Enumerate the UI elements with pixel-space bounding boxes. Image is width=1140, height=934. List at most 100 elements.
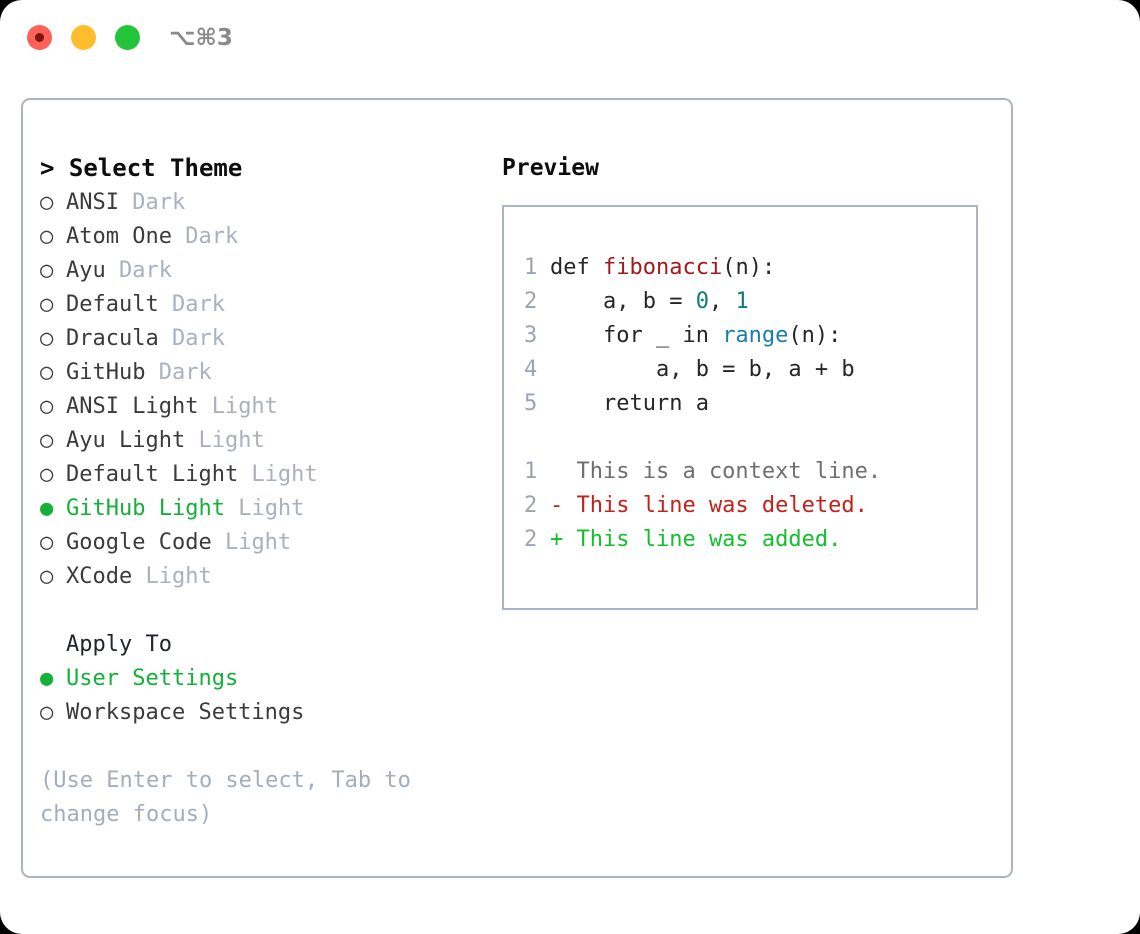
code-token: for _ in (550, 323, 723, 348)
code-token: 0 (695, 289, 709, 314)
theme-name: Default Light (66, 462, 239, 487)
section-spacer (40, 594, 490, 628)
theme-list-item[interactable]: ○ Dracula Dark (40, 322, 490, 356)
theme-variant-badge: Dark (105, 258, 172, 283)
line-number: 2 (524, 527, 538, 552)
theme-list-item[interactable]: ○ Default Light Light (40, 458, 490, 492)
code-token: a, b = b, a + b (550, 357, 855, 382)
line-number: 1 (524, 255, 538, 280)
minimize-button[interactable] (71, 25, 96, 50)
radio-unselected-icon: ○ (40, 428, 54, 453)
diff-line-text: + This line was added. (550, 527, 842, 552)
theme-name: Atom One (66, 224, 172, 249)
preview-title: Preview (502, 155, 599, 181)
theme-list-item[interactable]: ○ XCode Light (40, 560, 490, 594)
theme-name: GitHub (66, 360, 146, 385)
line-number: 1 (524, 459, 538, 484)
theme-list-item[interactable]: ○ ANSI Dark (40, 186, 490, 220)
code-token: (n): (788, 323, 842, 348)
code-line: 3 for _ in range(n): (524, 319, 976, 353)
radio-unselected-icon: ○ (40, 360, 54, 385)
theme-list-item[interactable]: ○ ANSI Light Light (40, 390, 490, 424)
theme-list-item[interactable]: ●GitHub Light Light (40, 492, 490, 526)
theme-name: Google Code (66, 530, 212, 555)
radio-selected-icon: ● (40, 666, 54, 691)
apply-to-label: Apply To (66, 632, 172, 657)
theme-name: XCode (66, 564, 133, 589)
code-token: def (550, 255, 603, 280)
code-line: 2 a, b = 0, 1 (524, 285, 976, 319)
theme-list-item[interactable]: ○Ayu Dark (40, 254, 490, 288)
theme-variant-badge: Light (185, 428, 265, 453)
diff-sample: 1 This is a context line.2- This line wa… (524, 455, 976, 557)
code-line: 4 a, b = b, a + b (524, 353, 976, 387)
code-diff-spacer (524, 421, 976, 455)
code-token: return a (550, 391, 709, 416)
radio-unselected-icon: ○ (40, 258, 54, 283)
theme-variant-badge: Light (238, 462, 318, 487)
apply-to-list: ● User Settings ○ Workspace Settings (40, 662, 490, 730)
apply-to-option[interactable]: ● User Settings (40, 662, 490, 696)
theme-list: ○ANSI Dark○Atom One Dark○Ayu Dark○Defaul… (40, 186, 490, 594)
keyboard-hint: (Use Enter to select, Tab to change focu… (40, 768, 425, 827)
radio-unselected-icon: ○ (40, 326, 54, 351)
theme-variant-badge: Light (211, 530, 292, 555)
theme-variant-badge: Light (224, 496, 305, 521)
diff-line: 2 + This line was added. (524, 523, 976, 557)
apply-to-option-label: User Settings (66, 666, 239, 691)
theme-list-item[interactable]: ○ Google Code Light (40, 526, 490, 560)
radio-unselected-icon: ○ (40, 292, 54, 317)
code-token: (n): (722, 255, 776, 280)
theme-variant-badge: Light (132, 564, 212, 589)
diff-line-text: - This line was deleted. (550, 493, 868, 518)
radio-unselected-icon: ○ (40, 530, 54, 555)
apply-to-option-label: Workspace Settings (66, 700, 305, 725)
main-panel: > Select Theme ○ANSI Dark○Atom One Dark○… (21, 98, 1013, 878)
radio-unselected-icon: ○ (40, 462, 54, 487)
radio-selected-icon: ● (40, 496, 54, 521)
diff-line: 1 This is a context line. (524, 455, 976, 489)
theme-variant-badge: Dark (171, 224, 239, 249)
theme-name: ANSI Light (66, 394, 199, 419)
code-token: a, b = (550, 289, 696, 314)
apply-to-option[interactable]: ○ Workspace Settings (40, 696, 490, 730)
code-token: fibonacci (602, 255, 723, 280)
keyboard-shortcut-label: ⌥⌘3 (169, 25, 233, 51)
radio-unselected-icon: ○ (40, 224, 54, 249)
theme-name: Dracula (66, 326, 159, 351)
theme-variant-badge: Dark (118, 190, 186, 215)
theme-variant-badge: Dark (158, 326, 225, 351)
theme-name: ANSI (66, 190, 119, 215)
theme-list-item[interactable]: ○ Default Dark (40, 288, 490, 322)
theme-list-item[interactable]: ○ Ayu Light Light (40, 424, 490, 458)
radio-unselected-icon: ○ (40, 190, 54, 215)
code-line: 5 return a (524, 387, 976, 421)
window-controls (27, 25, 140, 50)
diff-line: 2- This line was deleted. (524, 489, 976, 523)
radio-unselected-icon: ○ (40, 394, 54, 419)
theme-picker-heading: > Select Theme (40, 154, 243, 182)
theme-name: Default (66, 292, 159, 317)
theme-list-item[interactable]: ○ Atom One Dark (40, 220, 490, 254)
code-token: 1 (735, 289, 749, 314)
code-token: , (708, 289, 736, 314)
theme-variant-badge: Light (198, 394, 278, 419)
title-bar: ⌥⌘3 (0, 0, 1140, 78)
zoom-button[interactable] (115, 25, 140, 50)
theme-variant-badge: Dark (158, 292, 225, 317)
theme-list-item[interactable]: ○ GitHub Dark (40, 356, 490, 390)
radio-unselected-icon: ○ (40, 564, 54, 589)
theme-variant-badge: Dark (145, 360, 212, 385)
code-line: 1 def fibonacci(n): (524, 251, 976, 285)
theme-picker: > Select Theme ○ANSI Dark○Atom One Dark○… (40, 150, 490, 832)
theme-name: Ayu Light (66, 428, 186, 453)
line-number: 3 (524, 323, 538, 348)
line-number: 4 (524, 357, 538, 382)
line-number: 2 (524, 289, 538, 314)
close-button[interactable] (27, 25, 52, 50)
radio-unselected-icon: ○ (40, 700, 54, 725)
